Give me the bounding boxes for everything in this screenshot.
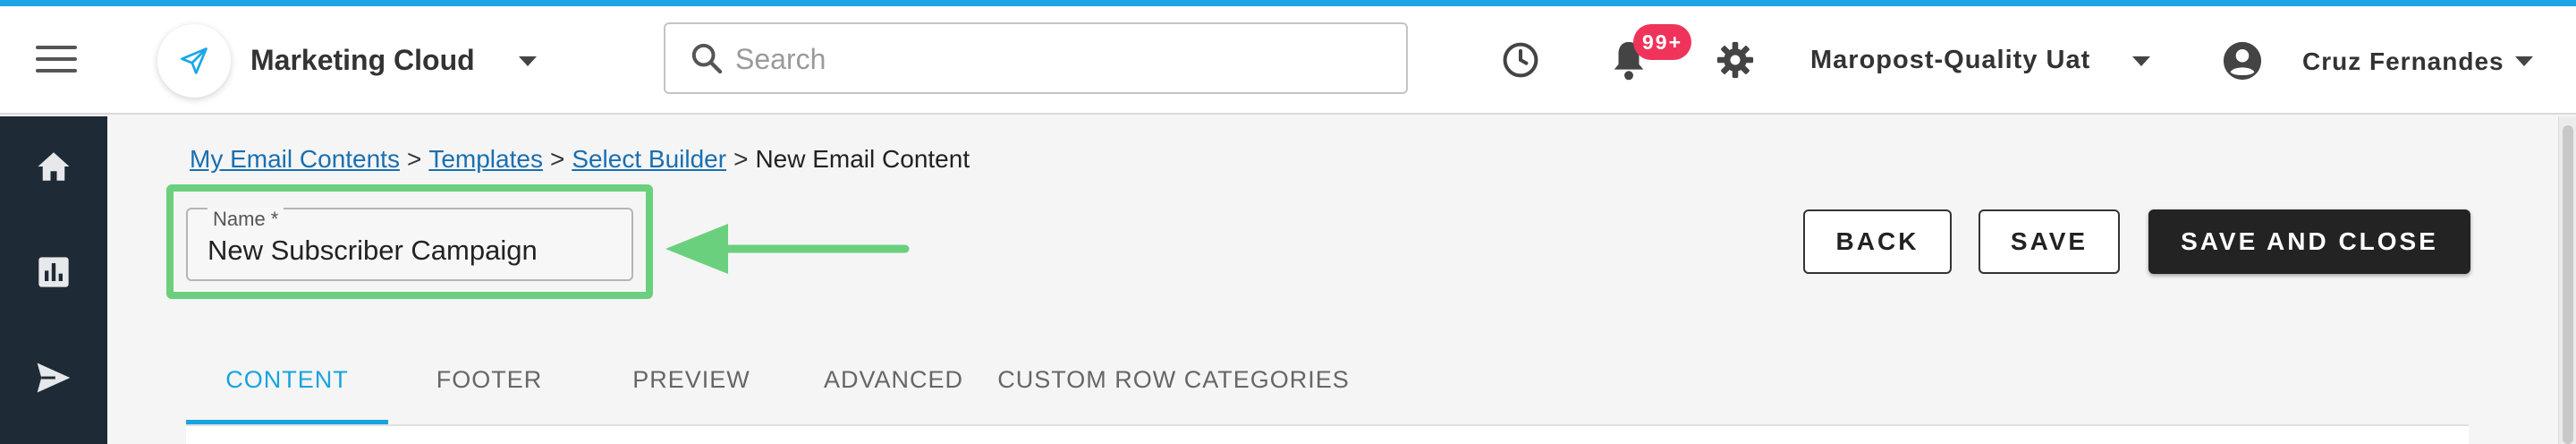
gear-icon[interactable]	[1716, 40, 1755, 80]
save-button[interactable]: SAVE	[1979, 209, 2120, 274]
notification-badge: 99+	[1633, 24, 1692, 60]
paper-plane-icon	[181, 47, 208, 74]
search-icon	[691, 43, 723, 74]
app-switcher-chevron-down-icon[interactable]	[519, 56, 537, 66]
tab-preview[interactable]: PREVIEW	[632, 366, 750, 393]
sidebar-item-send[interactable]	[27, 351, 80, 405]
breadcrumb: My Email Contents>Templates>Select Build…	[190, 145, 970, 174]
scrollbar-thumb[interactable]	[2563, 125, 2573, 444]
search-box[interactable]	[664, 22, 1408, 94]
name-field[interactable]: Name *	[186, 208, 633, 281]
breadcrumb-current: New Email Content	[755, 145, 970, 173]
top-accent-bar	[0, 0, 2576, 6]
content-panel	[186, 426, 2469, 444]
org-name[interactable]: Maropost-Quality Uat	[1810, 46, 2091, 74]
tab-content[interactable]: CONTENT	[186, 340, 388, 424]
save-and-close-button[interactable]: SAVE AND CLOSE	[2148, 209, 2470, 274]
app-name[interactable]: Marketing Cloud	[250, 44, 475, 76]
name-field-label: Name *	[208, 208, 284, 231]
back-button[interactable]: BACK	[1803, 209, 1952, 274]
breadcrumb-select-builder[interactable]: Select Builder	[572, 145, 727, 173]
send-icon	[37, 363, 71, 393]
tab-custom-row-categories[interactable]: CUSTOM ROW CATEGORIES	[997, 366, 1350, 393]
bar-chart-icon	[38, 257, 69, 287]
breadcrumb-separator: >	[733, 145, 749, 173]
annotation-arrow-icon	[665, 224, 910, 274]
name-field-highlight	[166, 184, 653, 299]
user-name[interactable]: Cruz Fernandes	[2302, 47, 2504, 75]
menu-icon[interactable]	[36, 46, 77, 76]
history-icon[interactable]	[1501, 40, 1540, 80]
breadcrumb-my-email-contents[interactable]: My Email Contents	[190, 145, 400, 173]
page-scrollbar[interactable]	[2558, 116, 2576, 444]
name-input[interactable]	[208, 235, 619, 267]
sidebar-item-home[interactable]	[27, 140, 80, 193]
org-switcher-chevron-down-icon[interactable]	[2132, 56, 2150, 66]
account-circle-icon[interactable]	[2222, 40, 2263, 81]
left-sidebar	[0, 116, 107, 444]
breadcrumb-separator: >	[549, 145, 565, 173]
home-icon	[38, 152, 70, 181]
top-header: Marketing Cloud 99+ Maropost-Quality	[0, 6, 2576, 115]
breadcrumb-separator: >	[406, 145, 422, 173]
user-menu-chevron-down-icon[interactable]	[2515, 56, 2533, 66]
sidebar-item-reports[interactable]	[27, 245, 80, 299]
tabs-divider	[186, 424, 2469, 426]
tab-footer[interactable]: FOOTER	[436, 366, 543, 393]
search-input[interactable]	[735, 37, 1379, 81]
tab-advanced[interactable]: ADVANCED	[823, 366, 964, 393]
breadcrumb-templates[interactable]: Templates	[428, 145, 543, 173]
app-logo[interactable]	[157, 24, 231, 98]
